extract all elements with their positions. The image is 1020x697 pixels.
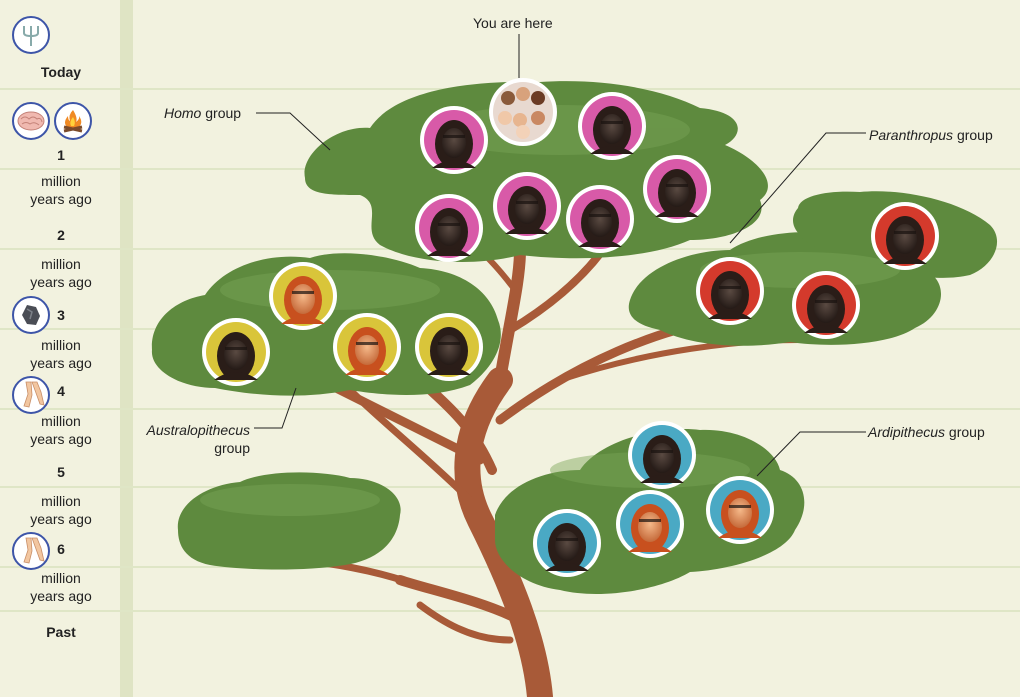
timeline-unit-6: million years ago bbox=[30, 570, 92, 604]
hominin-portrait bbox=[269, 262, 337, 330]
hominin-portrait bbox=[578, 92, 646, 160]
australopithecus-label-suffix: group bbox=[214, 440, 250, 456]
hominin-portrait bbox=[202, 318, 270, 386]
timeline-mark-6: 6 bbox=[57, 541, 65, 557]
hominin-portrait bbox=[616, 490, 684, 558]
walking-legs-icon bbox=[12, 376, 50, 414]
walking-legs-icon bbox=[12, 532, 50, 570]
hominin-portrait bbox=[871, 202, 939, 270]
ardipithecus-label-genus: Ardipithecus bbox=[868, 424, 946, 440]
paranthropus-label-genus: Paranthropus bbox=[869, 127, 954, 143]
timeline-unit-2: million years ago bbox=[30, 256, 92, 290]
timeline-today-label: Today bbox=[40, 64, 82, 80]
hominin-portrait bbox=[333, 313, 401, 381]
hominin-portrait bbox=[706, 476, 774, 544]
paranthropus-group-label: Paranthropus group bbox=[869, 126, 993, 144]
timeline-unit-5: million years ago bbox=[30, 493, 92, 527]
stone-tool-icon bbox=[12, 296, 50, 334]
you-are-here-label: You are here bbox=[473, 15, 553, 31]
timeline-mark-5: 5 bbox=[57, 464, 65, 480]
timeline-past-label: Past bbox=[46, 624, 76, 640]
row-line bbox=[0, 486, 1020, 488]
homo-group-label: Homo group bbox=[164, 104, 241, 122]
modern-humans-portrait bbox=[489, 78, 557, 146]
timeline-mark-4: 4 bbox=[57, 383, 65, 399]
campfire-icon bbox=[54, 102, 92, 140]
homo-label-suffix: group bbox=[201, 105, 242, 121]
hominin-portrait bbox=[792, 271, 860, 339]
hominin-portrait bbox=[493, 172, 561, 240]
ardipithecus-group-label: Ardipithecus group bbox=[868, 423, 985, 441]
paranthropus-label-suffix: group bbox=[953, 127, 993, 143]
hominin-portrait bbox=[420, 106, 488, 174]
timeline-unit-4: million years ago bbox=[30, 413, 92, 447]
ardipithecus-label-suffix: group bbox=[945, 424, 985, 440]
timeline-unit-1: million years ago bbox=[30, 173, 92, 207]
homo-label-genus: Homo bbox=[164, 105, 202, 121]
hominin-portrait bbox=[533, 509, 601, 577]
hominin-portrait bbox=[696, 257, 764, 325]
brain-icon bbox=[12, 102, 50, 140]
callout-lines bbox=[254, 34, 866, 477]
australopithecus-label-genus: Australopithecus bbox=[146, 422, 250, 438]
timeline-unit-3: million years ago bbox=[30, 337, 92, 371]
hominin-portrait bbox=[415, 194, 483, 262]
timeline-mark-1: 1 bbox=[57, 147, 65, 163]
australopithecus-group-label: Australopithecus group bbox=[133, 421, 250, 457]
trident-icon bbox=[12, 16, 50, 54]
hominin-portrait bbox=[628, 421, 696, 489]
timeline-divider bbox=[120, 0, 133, 697]
timeline-mark-3: 3 bbox=[57, 307, 65, 323]
hominin-portrait bbox=[566, 185, 634, 253]
timeline-mark-2: 2 bbox=[57, 227, 65, 243]
hominin-portrait bbox=[415, 313, 483, 381]
hominin-portraits bbox=[202, 78, 939, 577]
hominin-portrait bbox=[643, 155, 711, 223]
